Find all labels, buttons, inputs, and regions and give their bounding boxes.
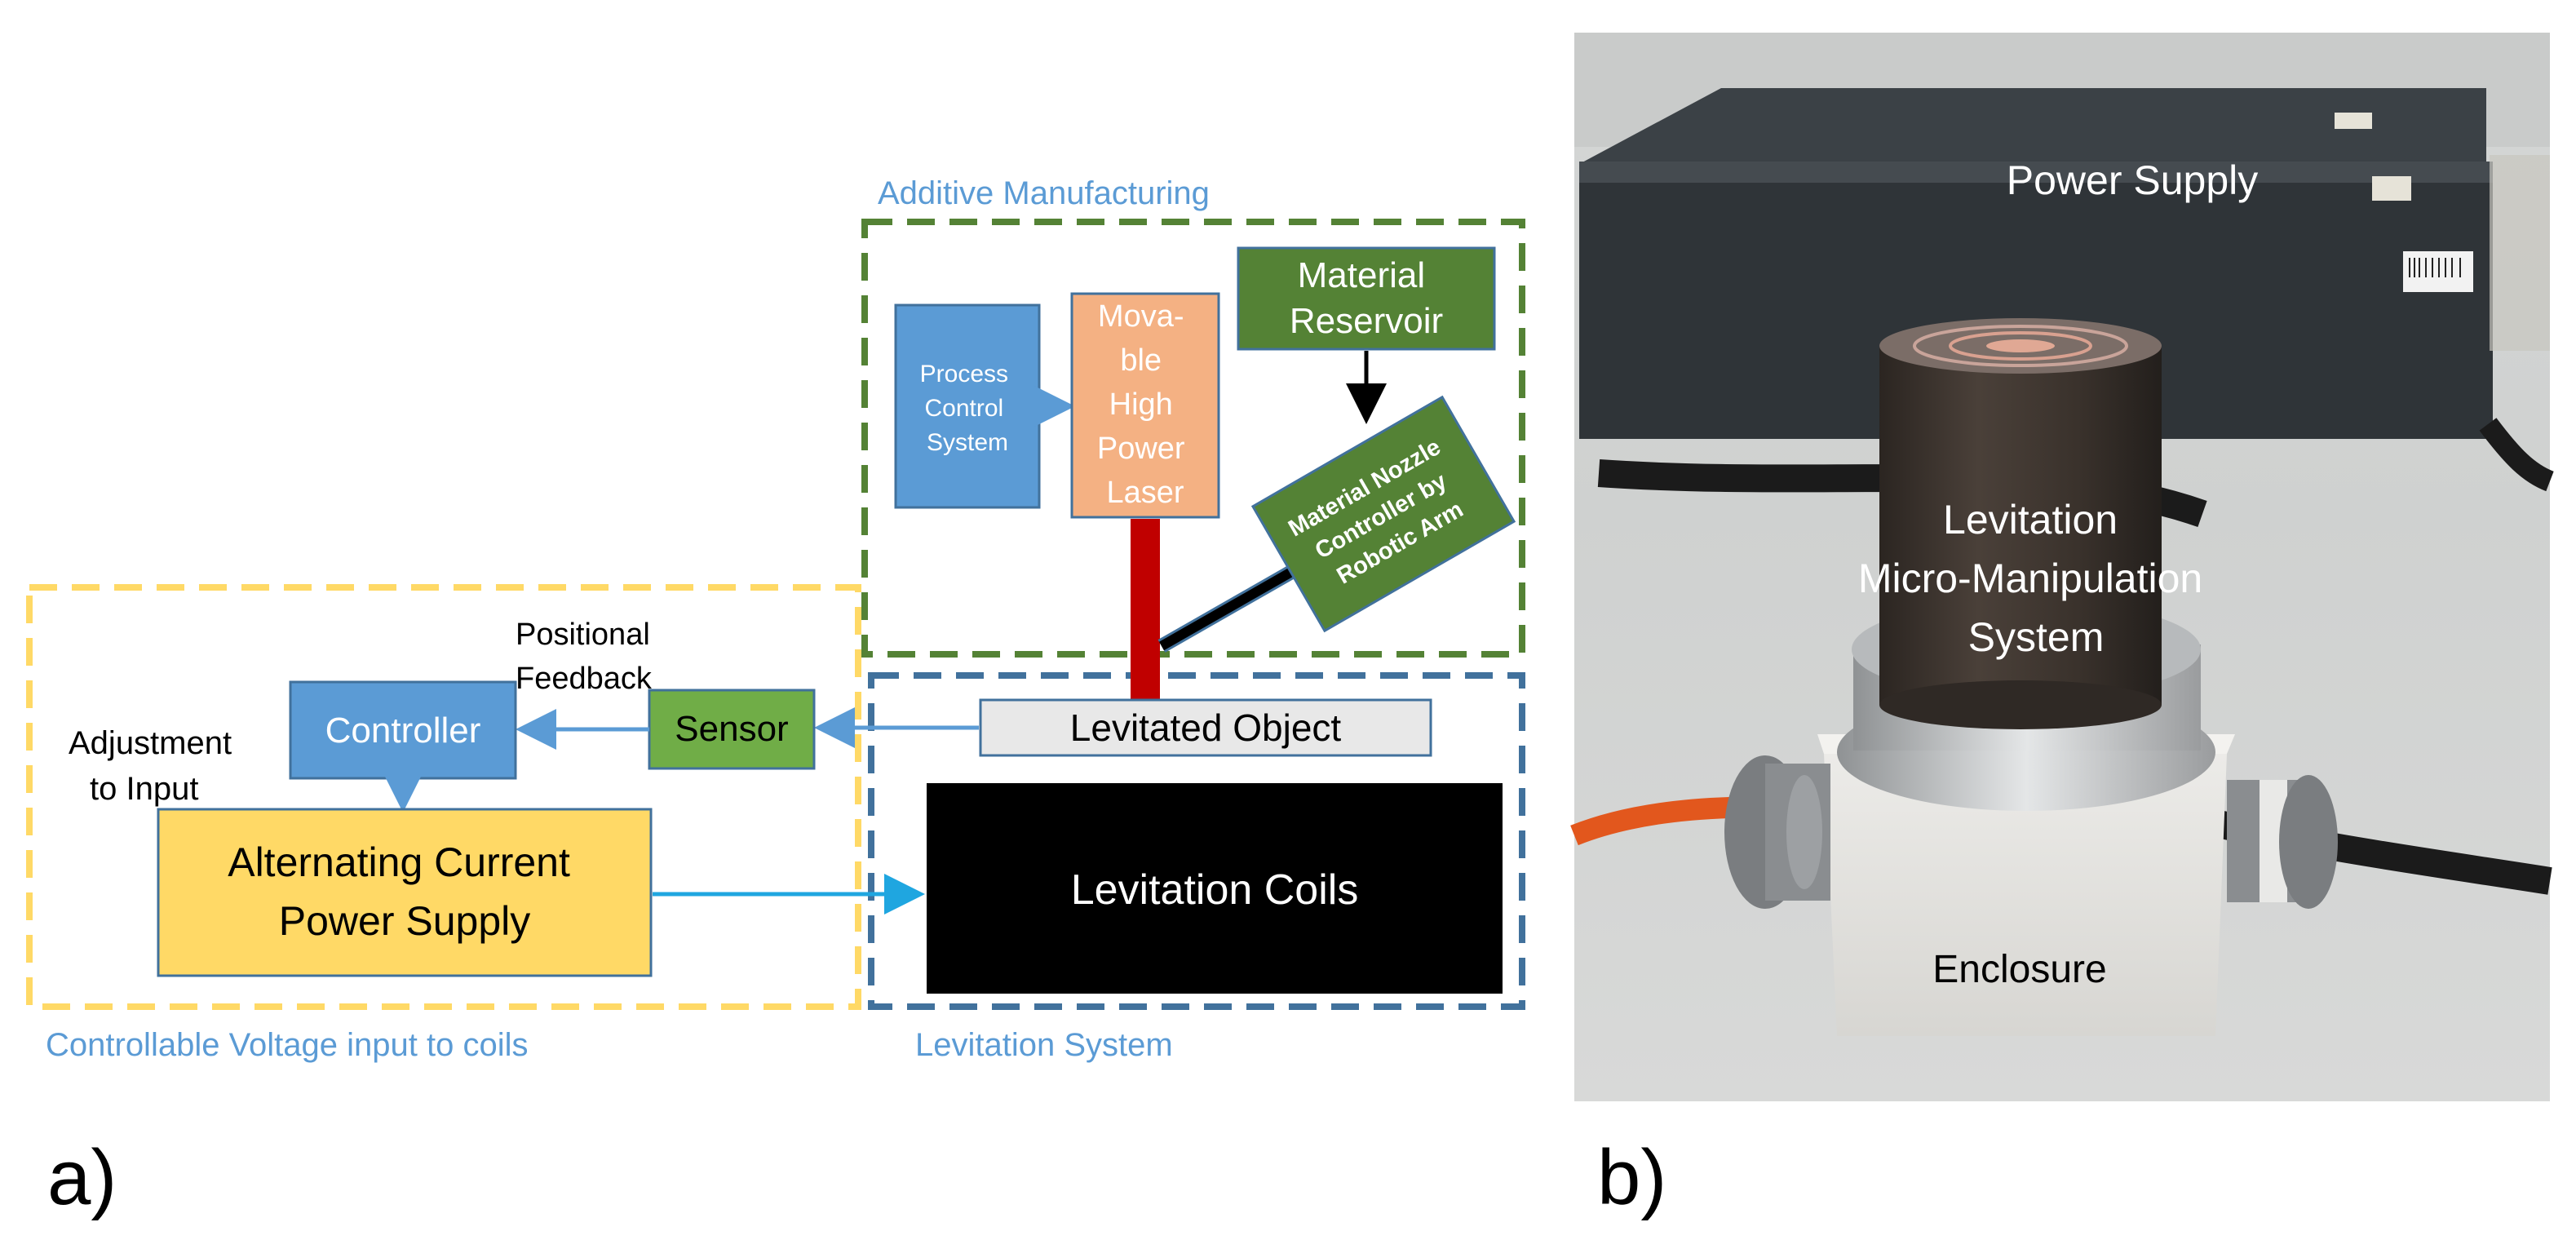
panel-a: Additive Manufacturing Levitation System… <box>26 175 1525 1221</box>
cylinder-coil-ring-3 <box>1986 339 2055 352</box>
panel-b-label: b) <box>1597 1134 1666 1221</box>
control-group-caption: Controllable Voltage input to coils <box>46 1027 528 1063</box>
laser-block <box>1070 292 1220 519</box>
levitation-system-group <box>868 672 1525 1010</box>
photo-label-system: Levitation Micro-Manipulation System <box>1858 497 2214 660</box>
cylinder-coil-ring-1 <box>1913 325 2128 367</box>
material-reservoir-block <box>1237 246 1496 351</box>
nozzle-feed-line <box>1159 556 1312 651</box>
cylinder-bottom <box>1879 680 2162 729</box>
additive-manufacturing-group <box>861 219 1525 658</box>
levitation-system-caption: Levitation System <box>915 1027 1173 1063</box>
barcode <box>2409 258 2461 277</box>
black-cable-rear <box>2479 418 2555 492</box>
levitation-cylinder <box>1879 346 2162 705</box>
levitation-coils-block <box>927 783 1503 994</box>
levitation-coils-label: Levitation Coils <box>1071 866 1359 914</box>
laser-beam <box>1131 519 1160 700</box>
controller-block <box>289 680 517 780</box>
material-reservoir-label: Material Reservoir <box>1290 255 1443 341</box>
adjustment-annotation: Adjustment to Input <box>69 725 241 807</box>
material-nozzle-block: Material Nozzle Controller by Robotic Ar… <box>1250 395 1516 633</box>
process-control-label: Process Control System <box>920 361 1016 456</box>
ac-power-supply-label: Alternating Current Power Supply <box>228 839 582 944</box>
additive-manufacturing-caption: Additive Manufacturing <box>878 175 1210 211</box>
photo-label-power-supply: Power Supply <box>2007 157 2259 203</box>
ac-power-supply-block <box>157 808 653 977</box>
orange-cable <box>1570 797 1730 846</box>
controller-label: Controller <box>325 711 481 751</box>
control-group <box>26 584 861 1010</box>
levitated-object-label: Levitated Object <box>1070 706 1342 749</box>
panel-b: Power Supply Levitation Micro-Manipulati… <box>1570 33 2555 1221</box>
cylinder-coil-ring-2 <box>1949 331 2092 361</box>
positional-feedback-annotation: Positional Feedback <box>516 618 658 696</box>
sensor-label: Sensor <box>675 709 788 749</box>
enclosure-box <box>1724 734 2338 1036</box>
sensor-block <box>648 689 816 770</box>
panel-a-label: a) <box>47 1134 117 1221</box>
laser-label: Mova- ble High Power Laser <box>1097 299 1193 510</box>
levitated-object-block <box>979 698 1432 757</box>
process-control-block <box>894 303 1041 509</box>
photo-label-enclosure: Enclosure <box>1932 948 2106 991</box>
